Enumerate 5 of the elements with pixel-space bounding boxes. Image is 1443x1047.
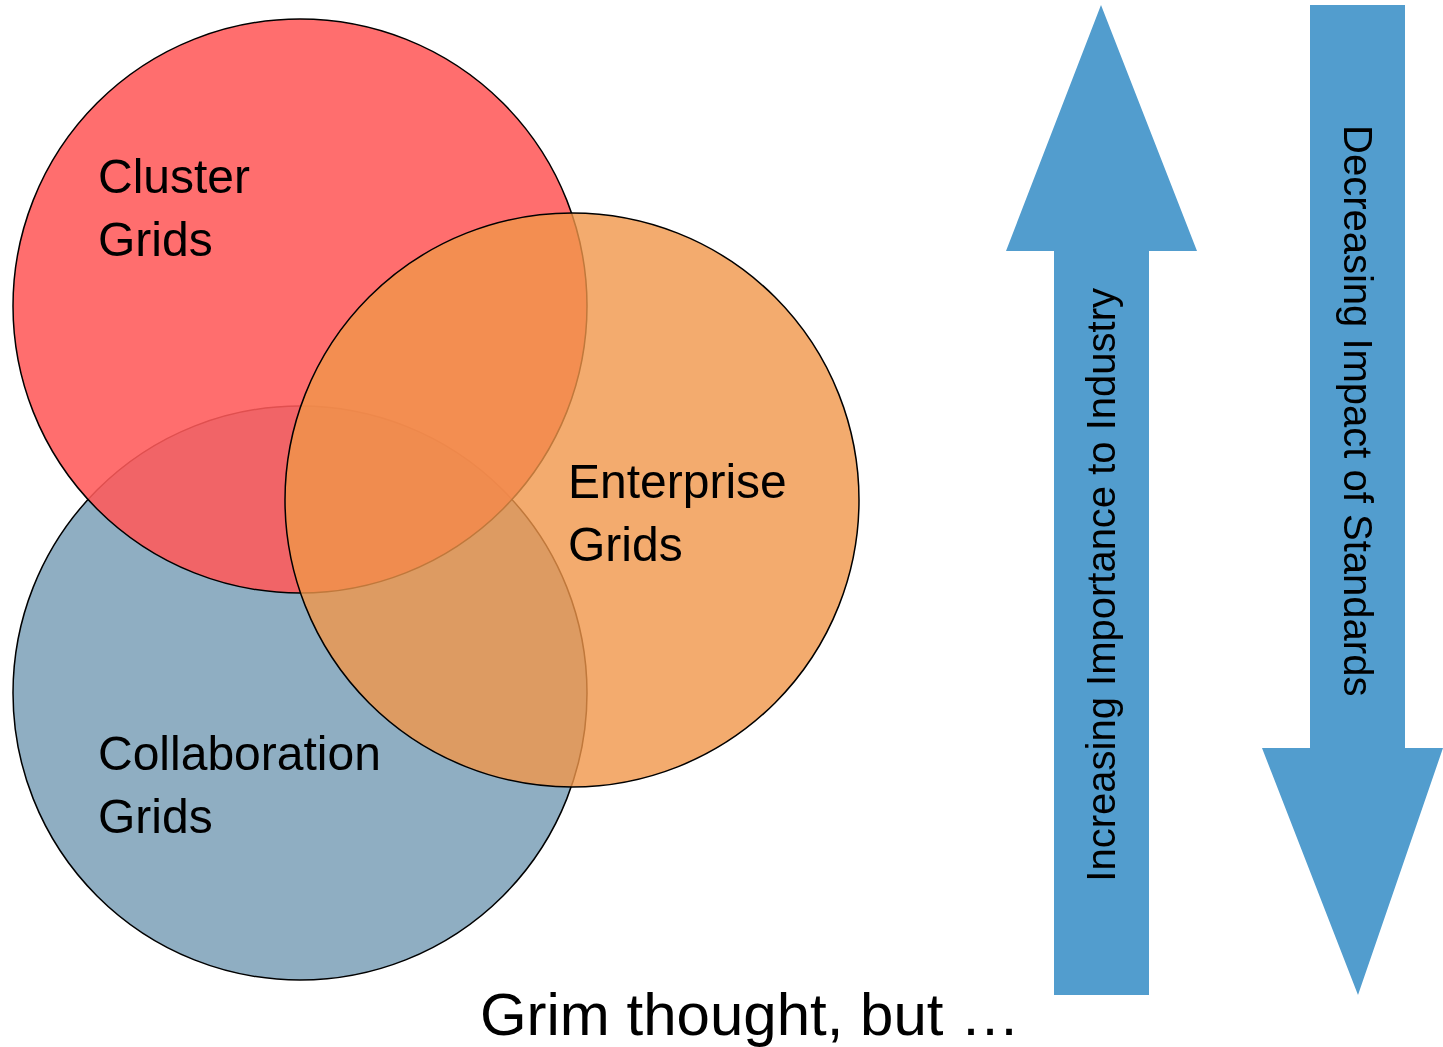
- circle-label: Cluster Grids: [98, 149, 251, 268]
- circle-label: Enterprise Grids: [568, 454, 787, 573]
- arrow-label: Increasing Importance to Industry: [1078, 288, 1124, 882]
- circle-label: Collaboration Grids: [98, 726, 381, 845]
- arrow-label: Decreasing Impact of Standards: [1334, 124, 1380, 696]
